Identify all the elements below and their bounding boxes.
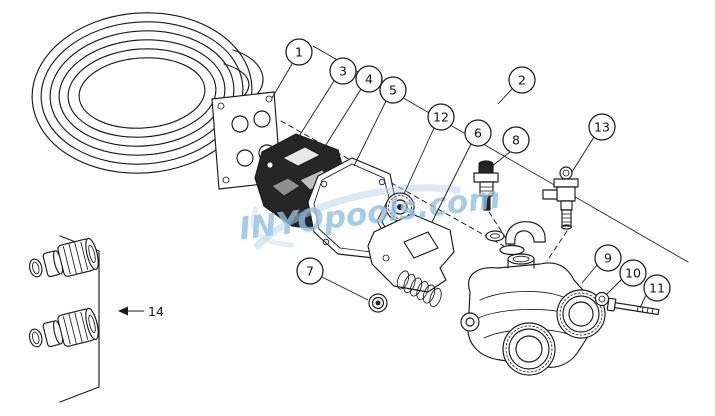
callout-14: 14: [118, 304, 164, 319]
svg-text:5: 5: [389, 83, 397, 98]
pressure-relief-valve: [542, 166, 579, 230]
svg-text:14: 14: [148, 304, 164, 319]
callout-1: 1: [271, 38, 313, 99]
union-fittings: [28, 235, 100, 403]
svg-text:12: 12: [433, 110, 449, 125]
svg-text:8: 8: [512, 133, 520, 148]
thermowell-gasket: [485, 230, 505, 242]
callout-5: 5: [353, 76, 407, 167]
diverter-plate: [367, 213, 455, 293]
spring: [396, 270, 442, 308]
svg-text:2: 2: [518, 73, 526, 88]
svg-text:7: 7: [306, 264, 314, 279]
callout-9: 9: [581, 244, 622, 284]
svg-text:11: 11: [649, 281, 665, 296]
svg-text:10: 10: [625, 266, 641, 281]
valve-body: [460, 253, 606, 376]
callout-13: 13: [571, 113, 616, 173]
elbow-fitting: [499, 221, 546, 256]
watermark-swoosh-tail: [250, 206, 294, 248]
svg-text:1: 1: [295, 45, 303, 60]
thermostat-well: [473, 160, 499, 211]
callout-8: 8: [491, 126, 530, 167]
callout-7: 7: [296, 257, 369, 301]
bolt: [606, 297, 660, 316]
svg-text:3: 3: [339, 64, 347, 79]
svg-text:9: 9: [604, 251, 612, 266]
callout-11: 11: [639, 274, 671, 309]
watermark-swoosh: [253, 184, 461, 251]
flat-washer: [594, 291, 610, 307]
callout-3: 3: [295, 57, 357, 142]
callout-6: 6: [431, 119, 492, 223]
svg-text:6: 6: [474, 126, 482, 141]
callout-12: 12: [403, 103, 455, 195]
drain-plug: [368, 293, 388, 313]
callout-2: 2: [497, 66, 536, 105]
svg-text:13: 13: [594, 120, 610, 135]
callout-10: 10: [605, 259, 647, 296]
bypass-valve-knob: [385, 192, 415, 222]
svg-text:4: 4: [365, 72, 373, 87]
callout-4: 4: [323, 65, 383, 149]
